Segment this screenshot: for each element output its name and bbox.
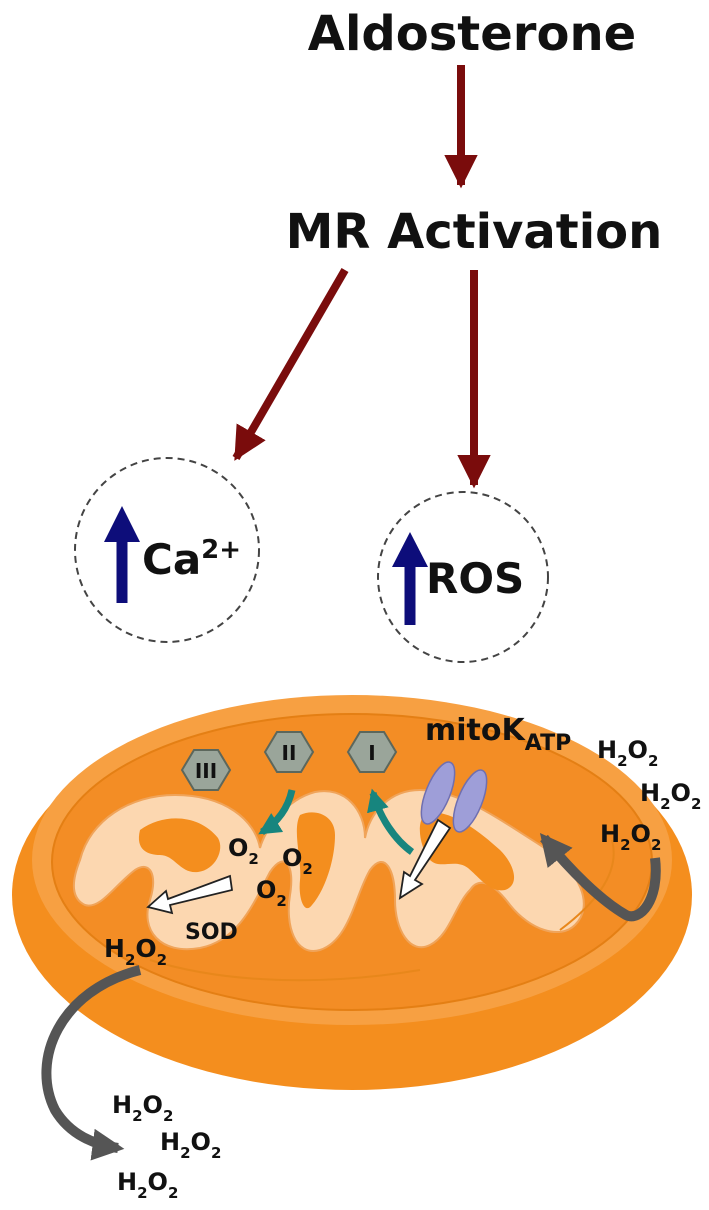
h2o2-inside: H2O2 bbox=[104, 934, 167, 969]
mr-activation-label: MR Activation bbox=[286, 204, 663, 260]
h2o2-bottom-1: H2O2 bbox=[112, 1091, 173, 1125]
atp-subscript: ATP bbox=[525, 731, 571, 756]
calcium-label: Ca2+ bbox=[142, 535, 241, 584]
o2-label-3: O2 bbox=[256, 876, 287, 910]
arrow-mr-to-calcium bbox=[232, 267, 349, 461]
h2o2-bottom-3: H2O2 bbox=[117, 1168, 178, 1202]
sod-label: SOD bbox=[185, 920, 238, 945]
grey-arrow-h2o2-out bbox=[41, 965, 142, 1161]
up-arrow-icon bbox=[392, 532, 428, 625]
complex-i-label: I bbox=[368, 741, 375, 765]
calcium-symbol: Ca bbox=[142, 535, 201, 584]
ros-label: ROS bbox=[426, 554, 524, 603]
grey-arrow-h2o2-in bbox=[539, 833, 661, 922]
hollow-arrow-mitokatp bbox=[398, 818, 452, 900]
complex-iii: III bbox=[180, 749, 232, 791]
o2-label-1: O2 bbox=[228, 834, 259, 868]
hollow-arrow-sod bbox=[146, 874, 234, 915]
aldosterone-title: Aldosterone bbox=[308, 6, 636, 62]
up-arrow-icon bbox=[104, 506, 140, 603]
teal-arrow-complex-ii bbox=[258, 789, 296, 835]
h2o2-bottom-2: H2O2 bbox=[160, 1128, 221, 1162]
mitokatp-label: mitoKATP bbox=[425, 713, 571, 756]
mitokatp-channel bbox=[420, 761, 488, 833]
complex-ii-label: II bbox=[282, 741, 297, 765]
complex-iii-label: III bbox=[195, 759, 217, 783]
complex-i: I bbox=[346, 731, 398, 773]
complex-ii: II bbox=[263, 731, 315, 773]
mitok-text: mitoK bbox=[425, 713, 526, 748]
h2o2-right-3: H2O2 bbox=[600, 820, 661, 854]
calcium-superscript: 2+ bbox=[201, 535, 241, 565]
o2-label-2: O2 bbox=[282, 844, 313, 878]
ros-increase-node: ROS bbox=[377, 491, 549, 663]
h2o2-right-1: H2O2 bbox=[597, 736, 658, 770]
h2o2-right-2: H2O2 bbox=[640, 779, 701, 813]
teal-arrow-complex-i bbox=[367, 788, 415, 855]
calcium-increase-node: Ca2+ bbox=[74, 457, 260, 643]
